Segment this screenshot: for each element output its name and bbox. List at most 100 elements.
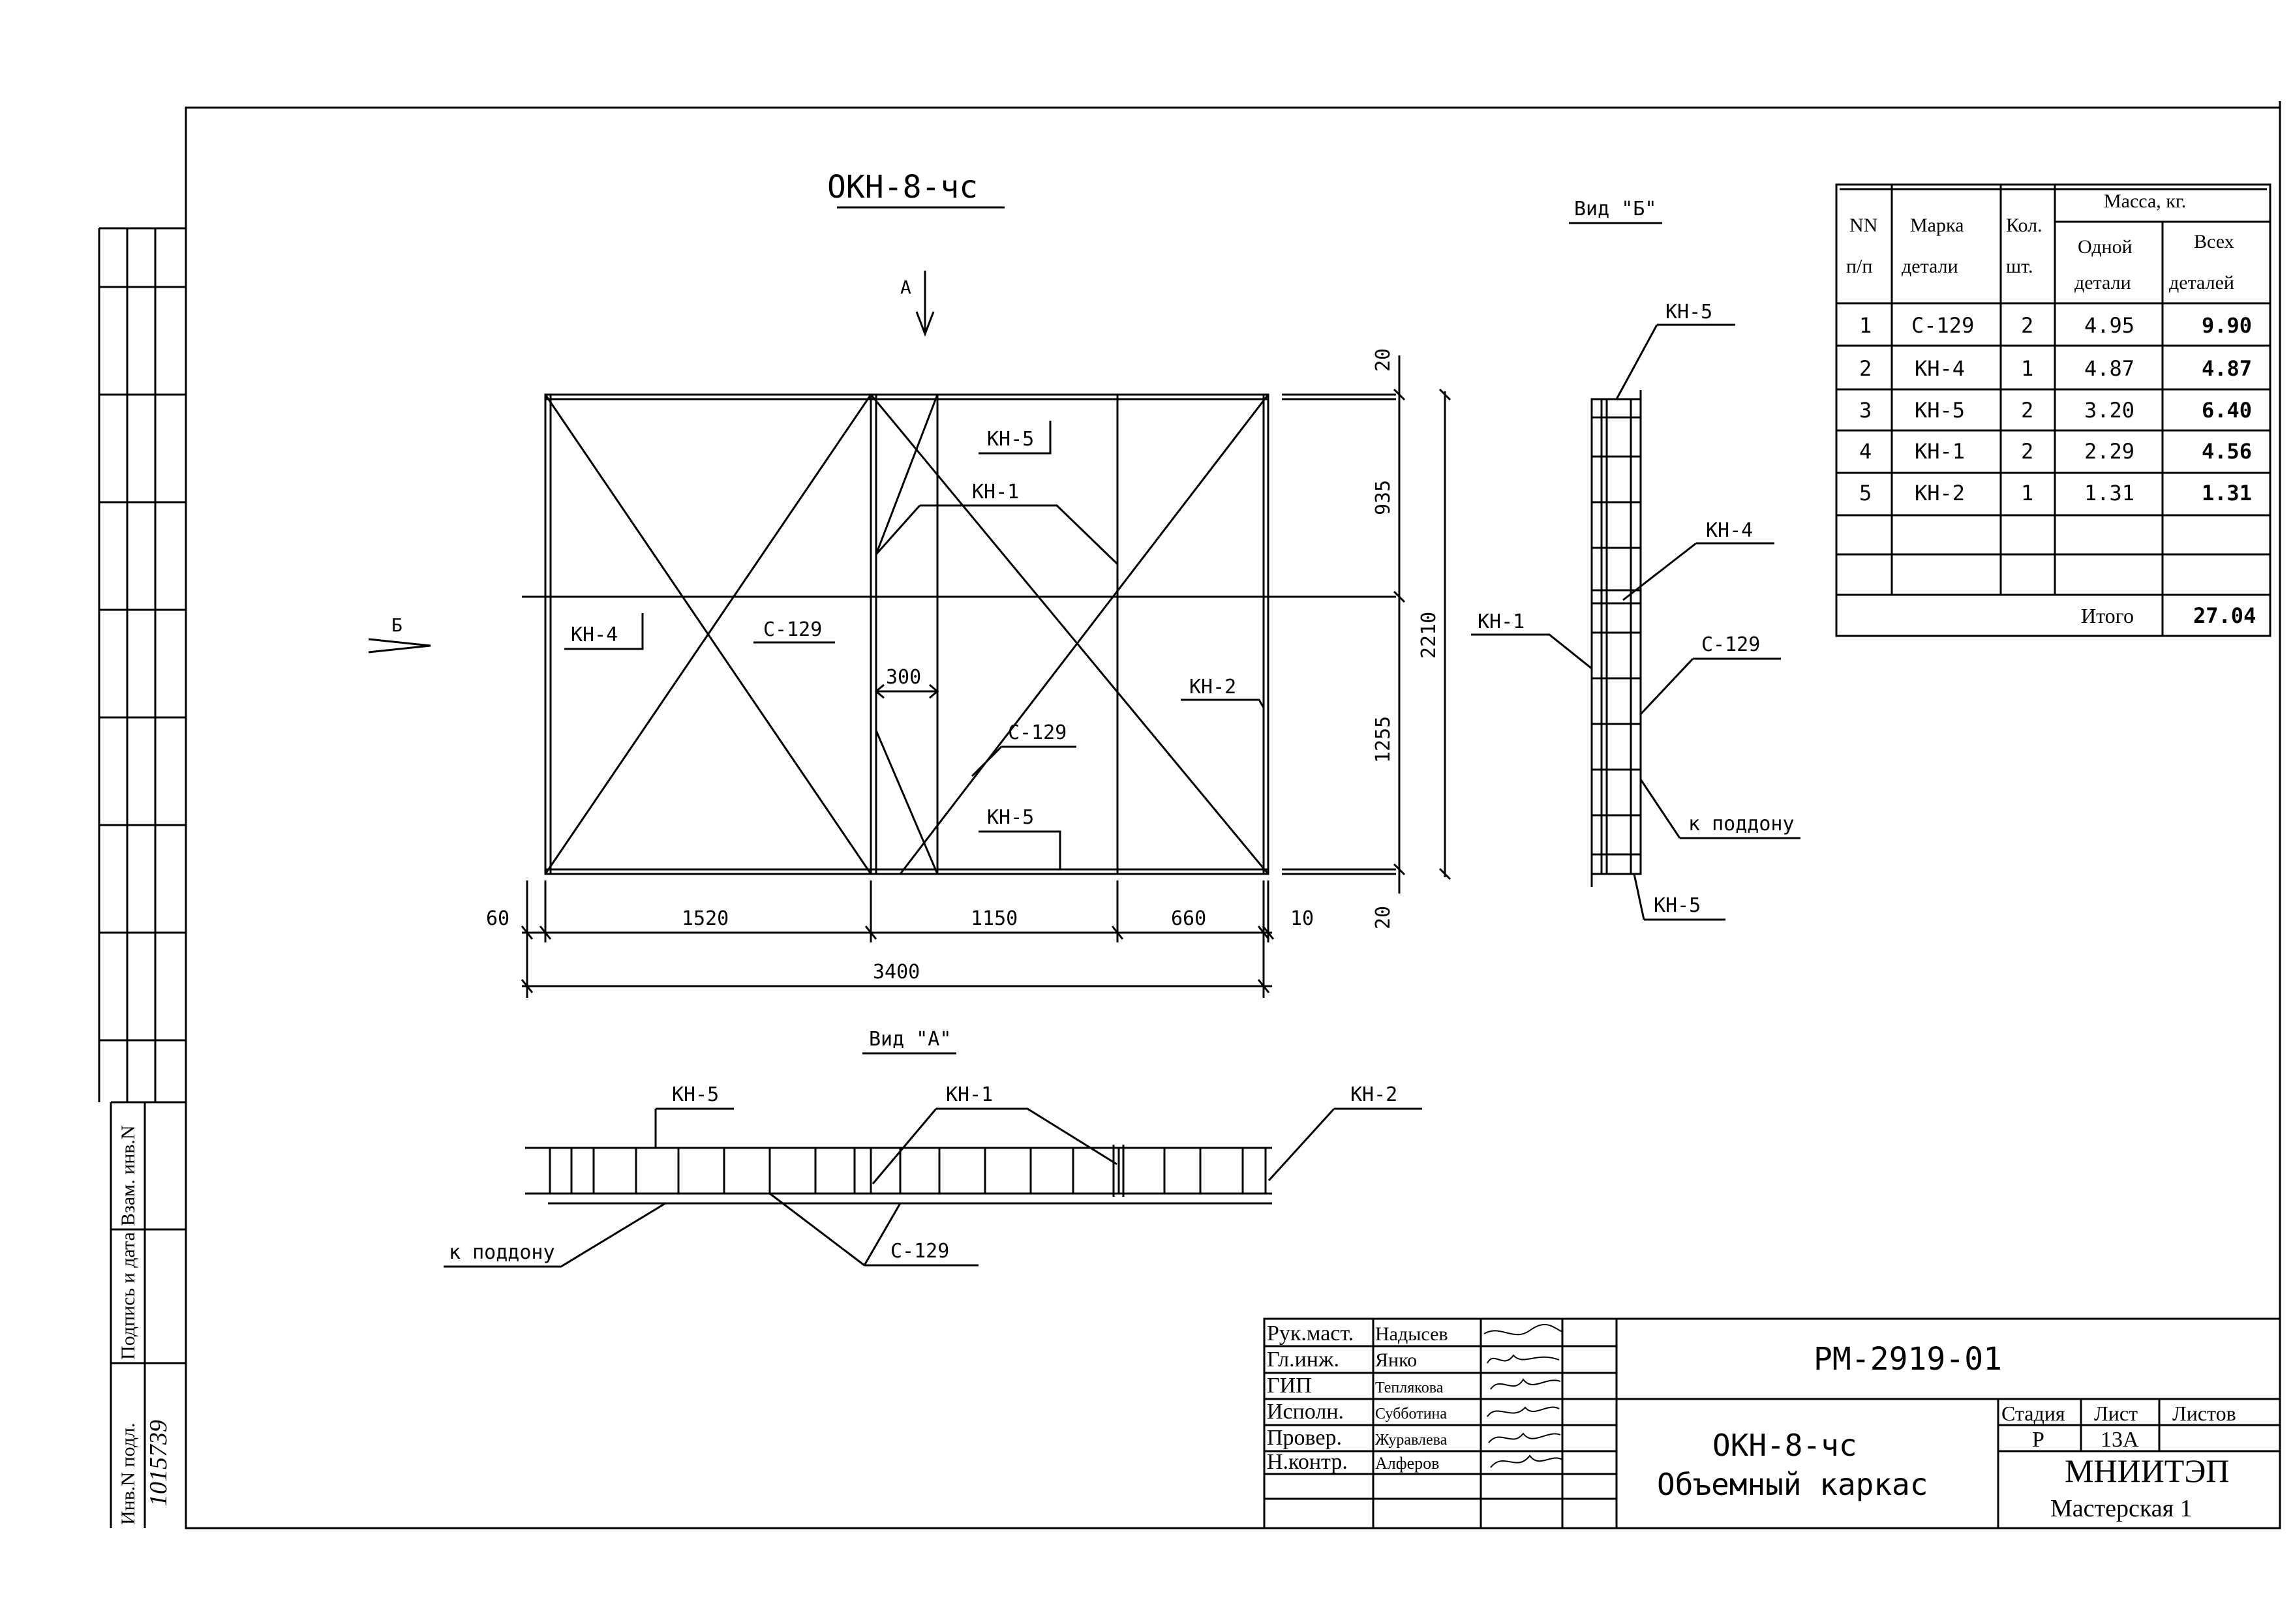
svg-text:1: 1	[2021, 481, 2033, 505]
view-b-labels: КН-5 КН-4 КН-1 С-129 к поддону КН-5	[1471, 301, 1800, 921]
spec-h-one-2: детали	[2074, 272, 2131, 293]
svg-text:9.90: 9.90	[2202, 313, 2252, 338]
label-kn1: КН-1	[972, 481, 1019, 504]
stage-header: Стадия	[2001, 1402, 2065, 1425]
svg-text:4.56: 4.56	[2202, 439, 2252, 464]
spec-total-label: Итого	[2081, 604, 2134, 627]
svg-text:КН-5: КН-5	[1915, 398, 1965, 423]
view-a-labels: КН-5 КН-1 КН-2 к поддону С-129	[444, 1083, 1422, 1268]
label-c129-left: С-129	[763, 618, 822, 641]
svg-text:Субботина: Субботина	[1375, 1406, 1447, 1422]
svg-text:6.40: 6.40	[2202, 398, 2252, 423]
svg-text:2.29: 2.29	[2084, 439, 2134, 464]
doc-code: РМ-2919-01	[1814, 1341, 2002, 1377]
dim-20-top: 20	[1372, 348, 1395, 372]
spec-row-2: 2 КН-4 1 4.87 4.87	[1859, 356, 2252, 381]
spec-row-3: 3 КН-5 2 3.20 6.40	[1859, 398, 2252, 423]
vb-label-kn5-top: КН-5	[1665, 301, 1712, 323]
svg-text:ГИП: ГИП	[1267, 1374, 1312, 1398]
svg-text:Провер.: Провер.	[1267, 1426, 1342, 1450]
stage-value: Р	[2032, 1428, 2044, 1452]
frame-view-b	[1590, 390, 1642, 887]
svg-text:3: 3	[1859, 398, 1872, 423]
spec-h-all-2: деталей	[2169, 272, 2234, 293]
dims-right: 20 935 1255 20 2210	[1282, 348, 1451, 929]
svg-text:Надысев: Надысев	[1375, 1323, 1448, 1345]
va-label-to-pallet: к поддону	[449, 1241, 555, 1264]
dim-2210: 2210	[1418, 612, 1440, 659]
svg-text:КН-4: КН-4	[1915, 356, 1965, 381]
svg-text:1.31: 1.31	[2202, 481, 2252, 505]
spec-row-5: 5 КН-2 1 1.31 1.31	[1859, 481, 2252, 505]
dim-1255: 1255	[1372, 716, 1395, 763]
svg-text:А: А	[900, 277, 911, 298]
dim-20-bottom: 20	[1372, 906, 1395, 929]
spec-h-qty-1: Кол.	[2006, 215, 2042, 236]
frame-plan-view	[522, 393, 1389, 875]
sheet-value: 13А	[2101, 1428, 2139, 1452]
svg-text:КН-2: КН-2	[1915, 481, 1965, 505]
label-dim-300: 300	[886, 666, 921, 689]
vb-label-c129: С-129	[1701, 633, 1760, 656]
label-kn5-top: КН-5	[987, 428, 1034, 451]
dim-60: 60	[486, 907, 509, 930]
product-code: ОКН-8-чс	[1712, 1428, 1857, 1463]
title-block-names: Надысев Янко Теплякова Субботина Журавле…	[1375, 1323, 1448, 1473]
spec-row-4: 4 КН-1 2 2.29 4.56	[1859, 439, 2252, 464]
label-kn4: КН-4	[571, 624, 618, 646]
sheets-header: Листов	[2172, 1402, 2236, 1425]
svg-text:Рук.маст.: Рук.маст.	[1267, 1321, 1354, 1346]
org-name: МНИИТЭП	[2065, 1452, 2229, 1489]
svg-text:4.87: 4.87	[2084, 356, 2134, 381]
label-kn2: КН-2	[1189, 676, 1236, 699]
svg-text:1.31: 1.31	[2084, 481, 2134, 505]
svg-text:Журавлева: Журавлева	[1375, 1432, 1448, 1449]
spec-h-all-1: Всех	[2194, 231, 2234, 252]
view-a-label: Вид "А"	[869, 1028, 951, 1051]
spec-h-one-1: Одной	[2078, 236, 2133, 258]
spec-h-nn-1: NN	[1849, 215, 1877, 236]
vb-label-to-pallet: к поддону	[1688, 813, 1795, 835]
svg-text:1: 1	[1859, 313, 1872, 338]
title-block-roles: Рук.маст. Гл.инж. ГИП Исполн. Провер. Н.…	[1267, 1321, 1354, 1474]
view-b-label: Вид "Б"	[1574, 198, 1656, 220]
product-name: Объемный каркас	[1657, 1467, 1928, 1502]
workshop-name: Мастерская 1	[2050, 1495, 2193, 1522]
svg-text:Гл.инж.: Гл.инж.	[1267, 1347, 1339, 1372]
svg-text:Н.контр.: Н.контр.	[1267, 1450, 1348, 1474]
spec-h-nn-2: п/п	[1846, 256, 1872, 277]
sheet-header: Лист	[2094, 1402, 2138, 1425]
vb-label-kn4: КН-4	[1706, 519, 1753, 542]
svg-text:4.87: 4.87	[2202, 356, 2252, 381]
spec-row-1: 1 С-129 2 4.95 9.90	[1859, 313, 2252, 338]
dim-1150: 1150	[971, 907, 1018, 930]
svg-text:С-129: С-129	[1911, 313, 1974, 338]
svg-text:1: 1	[2021, 356, 2033, 381]
dim-660: 660	[1171, 907, 1206, 930]
spec-h-mark-1: Марка	[1910, 215, 1964, 236]
dim-10: 10	[1290, 907, 1314, 930]
inv-number: 1015739	[145, 1420, 172, 1507]
svg-text:КН-1: КН-1	[1915, 439, 1965, 464]
margin-stamp: Инв.N подл. 1015739 Подпись и дата Взам.…	[98, 227, 186, 1528]
sign-date-label: Подпись и дата	[117, 1232, 139, 1360]
svg-text:Исполн.: Исполн.	[1267, 1400, 1344, 1424]
spec-total-value: 27.04	[2193, 603, 2256, 628]
plan-labels: КН-5 КН-1 КН-4 С-129 300 С-129 КН-2 КН-5	[564, 421, 1265, 869]
inv-orig-label: Инв.N подл.	[117, 1423, 139, 1525]
title-block: Рук.маст. Гл.инж. ГИП Исполн. Провер. Н.…	[1263, 1317, 2281, 1529]
vb-label-kn1: КН-1	[1478, 610, 1525, 633]
svg-text:2: 2	[2021, 439, 2033, 464]
spec-h-qty-2: шт.	[2006, 256, 2033, 277]
svg-text:4.95: 4.95	[2084, 313, 2134, 338]
frame-view-a	[525, 1145, 1272, 1205]
dim-1520: 1520	[682, 907, 729, 930]
view-arrow-a: А	[900, 271, 935, 337]
svg-text:5: 5	[1859, 481, 1872, 505]
drawing-title: ОКН-8-чс	[827, 169, 978, 205]
va-label-kn5: КН-5	[672, 1083, 719, 1106]
dim-935: 935	[1372, 480, 1395, 515]
spec-table: NN п/п Марка детали Кол. шт. Масса, кг. …	[1835, 183, 2271, 637]
label-c129-right: С-129	[1008, 721, 1067, 744]
